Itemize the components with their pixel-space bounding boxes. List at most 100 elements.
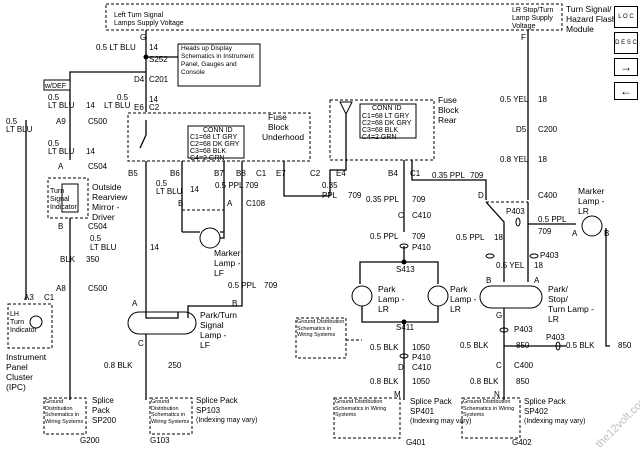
p403c-connector: [529, 253, 539, 259]
conn-c500b: C500: [88, 284, 108, 293]
pst-4: LR: [548, 314, 559, 324]
lt-supply-2: Lamps Supply Voltage: [114, 20, 184, 27]
wire7-b: LT BLU: [156, 187, 183, 196]
pin-e7: E7: [276, 169, 286, 178]
ipc-box: [7, 303, 53, 349]
wire2-n: 14: [86, 101, 95, 110]
watermark: the12volt.com: [594, 393, 640, 450]
wire15: 0.5 PPL: [538, 215, 567, 224]
ipc-4: (IPC): [6, 382, 26, 392]
pin-a8: A8: [56, 284, 66, 293]
conn-c108: C108: [246, 199, 266, 208]
fb-rear-3: Rear: [438, 115, 457, 125]
fuse-internal: [139, 134, 147, 149]
wire20: 0.8 BLK: [104, 361, 133, 370]
wire18: 0.5 PPL: [456, 233, 485, 242]
flasher-module-box: [105, 3, 563, 31]
pin-b7: B7: [214, 169, 224, 178]
wire-c1-rear: [411, 160, 487, 200]
wire7-a: 0.5: [156, 179, 168, 188]
pin-c-c400b: C: [496, 361, 502, 370]
pin-b-c504: B: [58, 222, 63, 231]
wire3-n: 14: [149, 95, 158, 104]
wire16-n: 18: [538, 95, 547, 104]
conn-u1: C1=68 LT GRY: [190, 134, 238, 141]
sp401-1: Splice Pack: [410, 397, 453, 406]
fb-rear-1: Fuse: [438, 95, 457, 105]
marker-lf-1: Marker: [214, 248, 241, 258]
sp200-3: SP200: [92, 416, 117, 425]
park-lf-2: Signal: [200, 320, 224, 330]
conn-u3: C3=68 BLK: [190, 148, 226, 155]
heads-up-text: Heads up Display Schematics in Instrumen…: [181, 45, 254, 76]
wire15-n: 709: [538, 227, 552, 236]
pst-3: Turn Lamp -: [548, 304, 594, 314]
lh-turn-lamp: [29, 315, 43, 329]
pin-a-c504: A: [58, 162, 64, 171]
ground-box-4: [333, 397, 401, 439]
park-lf-4: LF: [200, 340, 210, 350]
conn-u2: C2=68 DK GRY: [190, 141, 240, 148]
park-lamp-lr-1: [351, 285, 373, 307]
ground-text-4: Ground Distribution Schematics in Wiring…: [335, 399, 387, 418]
pin-c2-fb: C2: [310, 169, 321, 178]
pin-b-mlr: B: [604, 229, 609, 238]
wire8-a: 0.5: [90, 234, 102, 243]
conn-r3: C3=68 BLK: [362, 127, 398, 134]
nav-next-button[interactable]: →: [614, 58, 638, 76]
pin-c-plf: C: [138, 339, 144, 348]
nav-desc-button[interactable]: D E S C: [614, 32, 638, 54]
lh-turn-2: Turn: [10, 319, 24, 326]
ground-fo-5: Ground Distribution Schematics in Wiring…: [463, 399, 515, 418]
fb-under-2: Block: [268, 122, 290, 132]
wire14: 0.5 PPL: [370, 232, 399, 241]
turn-ind-2: Signal: [50, 196, 70, 203]
ground-box-5: [461, 397, 521, 439]
ground-fo-2: Ground Distribution Schematics in Wiring…: [151, 399, 189, 425]
pin-b8: B8: [236, 169, 246, 178]
wire-rear-fuse: [329, 114, 347, 196]
wire17-n: 18: [538, 155, 547, 164]
wire13: 0.35 PPL: [366, 195, 399, 204]
wire8-b: LT BLU: [90, 243, 117, 252]
wire11-b: PPL: [322, 191, 338, 200]
module-title-2: Hazard Flasher: [566, 14, 624, 24]
ground-text-5: Ground Distribution Schematics in Wiring…: [463, 399, 515, 418]
g200: G200: [80, 436, 100, 445]
wire7-n: 14: [190, 185, 199, 194]
wire-c400: [485, 201, 529, 282]
park-lr-2: Lamp -: [378, 294, 405, 304]
park-turn-lamp-lf: [127, 311, 197, 335]
sp402-3: (Indexing may vary): [524, 418, 585, 425]
wire2-a: 0.5: [48, 93, 60, 102]
park-lr-1: Park: [378, 284, 396, 294]
wire-s413: [359, 246, 439, 284]
wire22-n: 1050: [412, 377, 430, 386]
wire3-b: LT BLU: [104, 101, 131, 110]
nav-prev-button[interactable]: ←: [614, 82, 638, 100]
wire8-n: 14: [150, 243, 159, 252]
wire4-b: LT BLU: [6, 125, 33, 134]
park-lf-3: Lamp -: [200, 330, 227, 340]
wire5-n: 14: [86, 147, 95, 156]
fb-under-3: Underhood: [262, 132, 304, 142]
pin-a-pst: A: [534, 276, 540, 285]
pin-d5: D5: [516, 125, 527, 134]
wire16: 0.5 YEL: [500, 95, 529, 104]
ipc-3: Cluster: [6, 372, 33, 382]
wire9: 0.5 PPL: [215, 181, 244, 190]
conn-id-u: CONN ID: [203, 127, 233, 134]
pin-b-c108: B: [178, 199, 183, 208]
wire11-n: 709: [348, 191, 362, 200]
conn-p410: P410: [412, 243, 431, 252]
pin-b-pst: B: [486, 276, 491, 285]
wire-e7: [283, 161, 330, 197]
turn-ind-3: Indicator: [50, 204, 78, 211]
nav-loc-button[interactable]: L O C: [614, 6, 638, 28]
pin-d4: D4: [134, 75, 145, 84]
pin-g-pst: G: [496, 311, 502, 320]
wire14-n: 709: [412, 232, 426, 241]
arrow-right-icon: →: [620, 60, 632, 74]
pin-c1-ipc: C1: [44, 293, 55, 302]
wire22: 0.8 BLK: [370, 377, 399, 386]
